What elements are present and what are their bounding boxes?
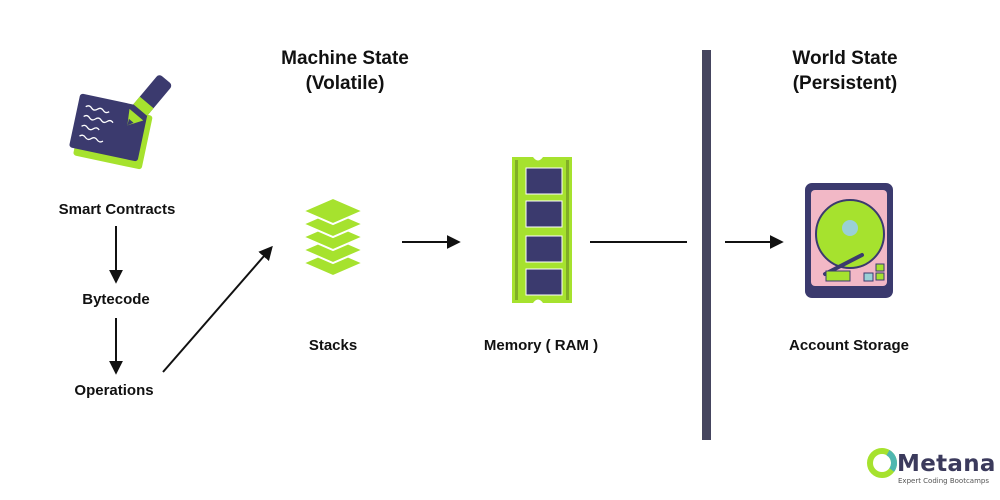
metana-logo-icon [867,448,897,478]
world-state-title: World State [792,48,898,69]
smart-contracts-label: Smart Contracts [58,201,176,218]
memory-label: Memory ( RAM ) [483,337,599,354]
metana-logo-name: Metana [897,451,996,477]
machine-state-heading: Machine State (Volatile) [281,46,409,96]
metana-logo-tagline: Expert Coding Bootcamps [898,477,989,485]
operations-label: Operations [74,382,154,399]
account-storage-label: Account Storage [788,337,910,354]
machine-state-title: Machine State [281,48,409,69]
bytecode-label: Bytecode [82,291,150,308]
contract-pen-icon [69,75,172,170]
arrow-operations-to-stacks [162,245,273,373]
stack-layers-icon [300,196,366,278]
hard-drive-icon [805,183,893,298]
state-divider [702,50,711,440]
stacks-label: Stacks [308,337,358,354]
ram-module-icon [512,157,572,303]
world-state-heading: World State (Persistent) [792,46,897,96]
machine-state-subtitle: (Volatile) [305,73,385,94]
world-state-subtitle: (Persistent) [792,73,898,94]
